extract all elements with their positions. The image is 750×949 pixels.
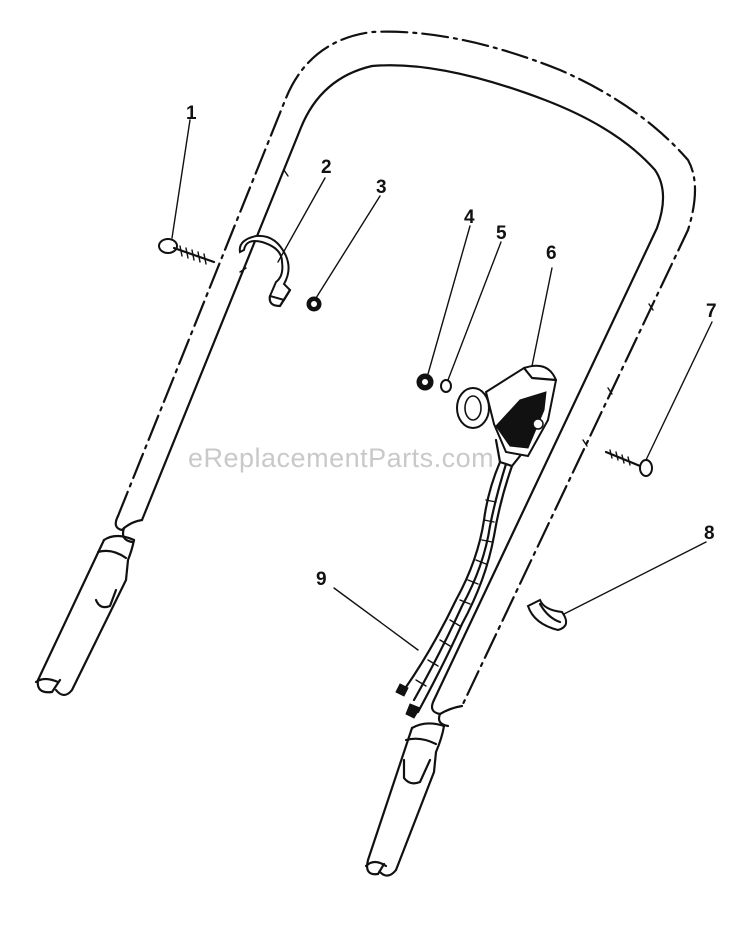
callout-7: 7 [706, 301, 717, 322]
callout-4: 4 [464, 207, 475, 228]
callout-3: 3 [376, 177, 387, 198]
part-2-cable-clip [238, 234, 292, 308]
callout-2: 2 [321, 157, 332, 178]
callout-9: 9 [316, 569, 327, 590]
part-6-throttle-control [456, 364, 558, 468]
callout-8: 8 [704, 523, 715, 544]
callout-6: 6 [546, 243, 557, 264]
leader-lines [171, 119, 713, 651]
left-lower-tube [34, 514, 144, 697]
upper-handle [116, 30, 697, 708]
part-4-nut [416, 373, 434, 391]
callout-5: 5 [496, 223, 507, 244]
callout-1: 1 [186, 103, 197, 124]
part-7-screw [604, 449, 653, 477]
handle-hole-marks [283, 169, 654, 447]
right-lower-tube [364, 698, 464, 877]
part-3-nut [306, 296, 322, 312]
part-5-washer [440, 379, 452, 393]
part-8-cable-clamp [526, 598, 568, 632]
part-9-control-cable [395, 460, 514, 719]
watermark: eReplacementParts.com [188, 443, 495, 473]
part-1-carriage-bolt [158, 238, 216, 265]
